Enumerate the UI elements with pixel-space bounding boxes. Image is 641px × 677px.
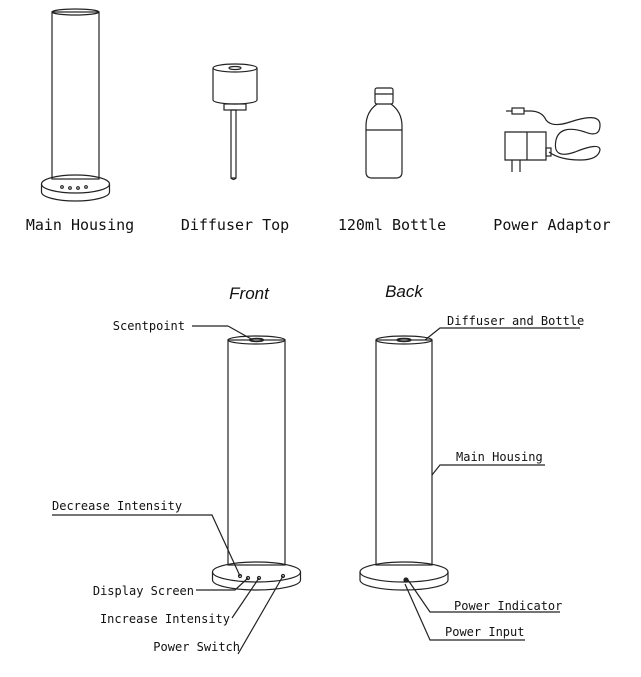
front-view-title: Front xyxy=(229,284,270,303)
power-switch-leader xyxy=(237,575,284,655)
power-adaptor-label: Power Adaptor xyxy=(493,216,610,234)
diffuser-and-bottle-leader xyxy=(424,327,580,341)
increase-intensity-leader xyxy=(231,577,260,619)
bottle-illustration xyxy=(365,87,403,179)
front-view-illustration xyxy=(211,335,302,591)
power-input-leader xyxy=(404,583,525,641)
power-input-label: Power Input xyxy=(445,625,524,639)
main-housing-illustration xyxy=(40,8,111,202)
back-main-housing-leader xyxy=(431,464,545,476)
back-view-title: Back xyxy=(385,282,424,301)
scentpoint-leader-diag xyxy=(227,325,254,341)
decrease-intensity-label: Decrease Intensity xyxy=(52,499,182,513)
display-screen-leader xyxy=(196,577,249,591)
diffuser-top-illustration xyxy=(212,63,258,181)
power-adaptor-illustration xyxy=(504,107,601,172)
power-indicator-leader xyxy=(407,579,560,613)
power-switch-label: Power Switch xyxy=(153,640,240,654)
increase-intensity-label: Increase Intensity xyxy=(100,612,230,626)
back-view-illustration xyxy=(359,335,449,591)
diffuser-top-label: Diffuser Top xyxy=(181,216,289,234)
power-indicator-label: Power Indicator xyxy=(454,599,562,613)
display-screen-label: Display Screen xyxy=(93,584,194,598)
diffuser-and-bottle-label: Diffuser and Bottle xyxy=(447,314,584,328)
bottle-label: 120ml Bottle xyxy=(338,216,446,234)
back-main-housing-label: Main Housing xyxy=(456,450,543,464)
main-housing-label: Main Housing xyxy=(26,216,134,234)
decrease-intensity-leader xyxy=(52,514,241,577)
scentpoint-label: Scentpoint xyxy=(113,319,185,333)
